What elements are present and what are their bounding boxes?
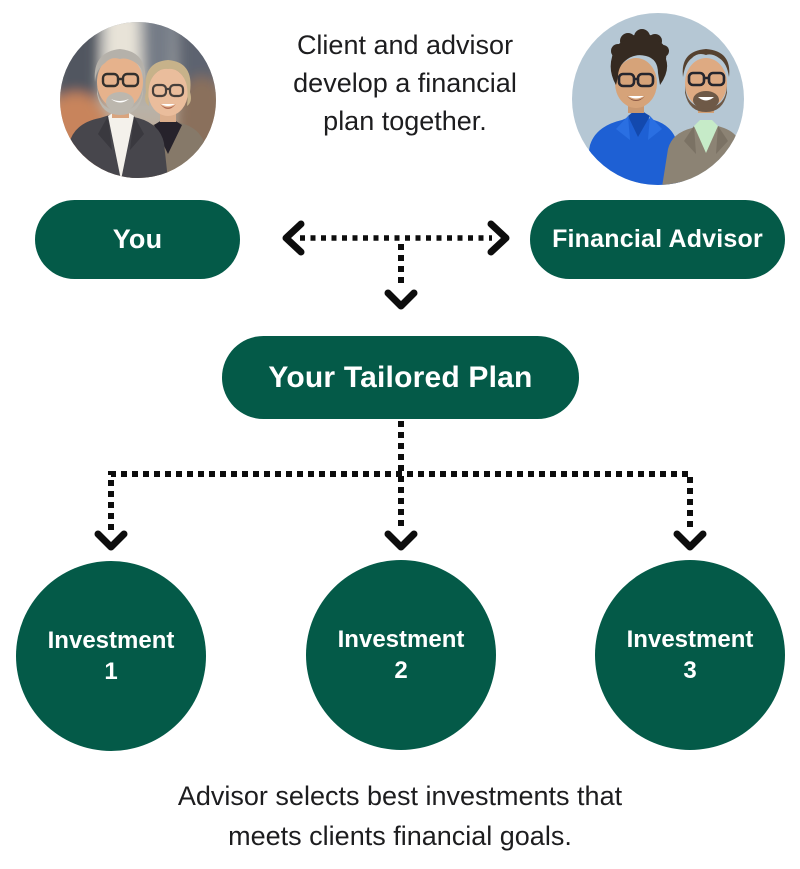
node-tailored-plan-label: Your Tailored Plan [268, 360, 533, 394]
bottom-caption: Advisor selects best investments that me… [100, 776, 700, 856]
node-investment-2: Investment 2 [306, 560, 496, 750]
node-financial-advisor-label: Financial Advisor [552, 225, 763, 253]
node-investment-1: Investment 1 [16, 561, 206, 751]
node-you-label: You [112, 224, 163, 254]
arrowhead-left-icon [282, 220, 305, 256]
arrowhead-down-icon [673, 530, 707, 551]
arrowhead-down-icon [384, 289, 418, 310]
investment-label: Investment [337, 626, 465, 653]
arrowhead-down-icon [384, 530, 418, 551]
investment-number: 1 [104, 658, 118, 685]
node-financial-advisor: Financial Advisor [530, 200, 785, 279]
top-caption-line: plan together. [323, 106, 487, 136]
top-caption-line: Client and advisor [296, 30, 514, 60]
node-you: You [35, 200, 240, 279]
investment-label: Investment [47, 627, 175, 654]
node-tailored-plan: Your Tailored Plan [222, 336, 579, 419]
node-investment-3: Investment 3 [595, 560, 785, 750]
arrowhead-right-icon [487, 220, 510, 256]
investment-label: Investment [626, 626, 754, 653]
arrow-collaboration-to-plan [384, 244, 418, 310]
arrows-plan-to-investments [94, 421, 707, 551]
advisor-team-photo [572, 13, 744, 185]
bottom-caption-line: meets clients financial goals. [228, 821, 572, 851]
clients-couple-photo [60, 22, 216, 178]
double-arrow-you-advisor [282, 220, 510, 256]
investment-number: 2 [394, 657, 408, 684]
top-caption-line: develop a financial [293, 68, 517, 98]
arrowhead-down-icon [94, 530, 128, 551]
top-caption: Client and advisor develop a financial p… [250, 26, 560, 140]
bottom-caption-line: Advisor selects best investments that [177, 781, 623, 811]
investment-number: 3 [683, 657, 697, 684]
